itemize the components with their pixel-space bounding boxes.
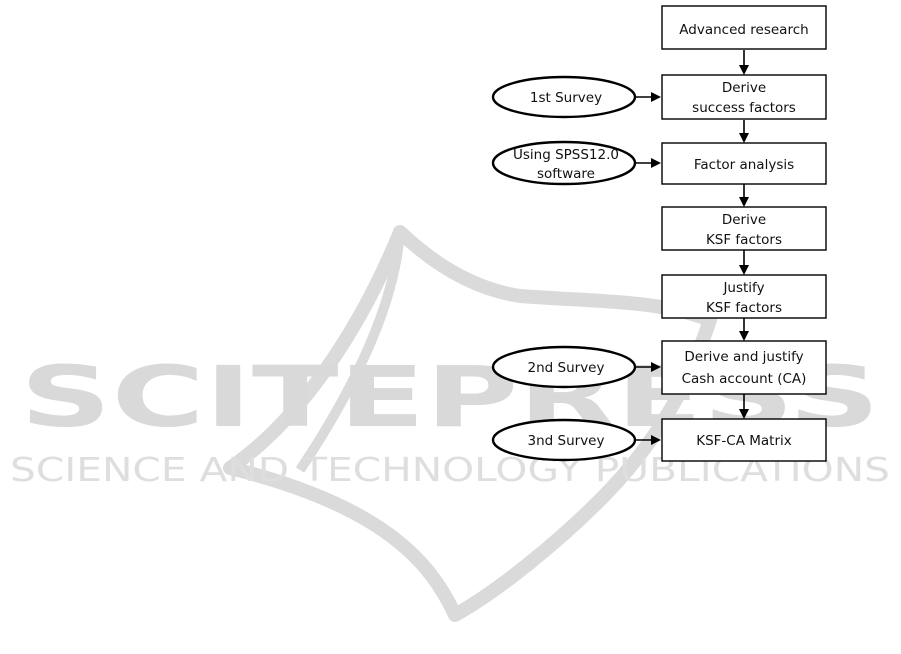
flow-steps: Advanced research Derive success factors… bbox=[662, 6, 826, 461]
input-spss-software: Using SPSS12.0 software bbox=[493, 142, 635, 184]
input-1st-survey-label: 1st Survey bbox=[530, 90, 602, 106]
input-3nd-survey-label: 3nd Survey bbox=[528, 433, 605, 449]
input-2nd-survey-label: 2nd Survey bbox=[528, 360, 605, 376]
step-justify-ksf-factors-label-2: KSF factors bbox=[706, 300, 782, 316]
input-spss-software-label-2: software bbox=[537, 166, 595, 182]
step-ksf-ca-matrix-label: KSF-CA Matrix bbox=[696, 433, 792, 449]
step-derive-success-factors-label-2: success factors bbox=[692, 100, 796, 116]
step-advanced-research-label: Advanced research bbox=[679, 22, 808, 38]
input-3nd-survey: 3nd Survey bbox=[493, 420, 635, 460]
step-derive-justify-cash-account-label-1: Derive and justify bbox=[684, 349, 803, 365]
step-derive-success-factors-label-1: Derive bbox=[722, 80, 766, 96]
step-justify-ksf-factors-label-1: Justify bbox=[722, 280, 764, 296]
step-derive-ksf-factors-label-1: Derive bbox=[722, 212, 766, 228]
step-derive-ksf-factors: Derive KSF factors bbox=[662, 207, 826, 250]
step-derive-justify-cash-account-label-2: Cash account (CA) bbox=[682, 371, 807, 387]
step-derive-justify-cash-account: Derive and justify Cash account (CA) bbox=[662, 341, 826, 394]
input-1st-survey: 1st Survey bbox=[493, 77, 635, 117]
step-derive-ksf-factors-label-2: KSF factors bbox=[706, 232, 782, 248]
step-factor-analysis: Factor analysis bbox=[662, 143, 826, 184]
input-2nd-survey: 2nd Survey bbox=[493, 347, 635, 387]
step-factor-analysis-label: Factor analysis bbox=[694, 157, 794, 173]
step-derive-success-factors: Derive success factors bbox=[662, 75, 826, 119]
input-spss-software-label-1: Using SPSS12.0 bbox=[513, 147, 619, 163]
step-advanced-research: Advanced research bbox=[662, 6, 826, 49]
step-justify-ksf-factors: Justify KSF factors bbox=[662, 275, 826, 318]
step-ksf-ca-matrix: KSF-CA Matrix bbox=[662, 419, 826, 461]
